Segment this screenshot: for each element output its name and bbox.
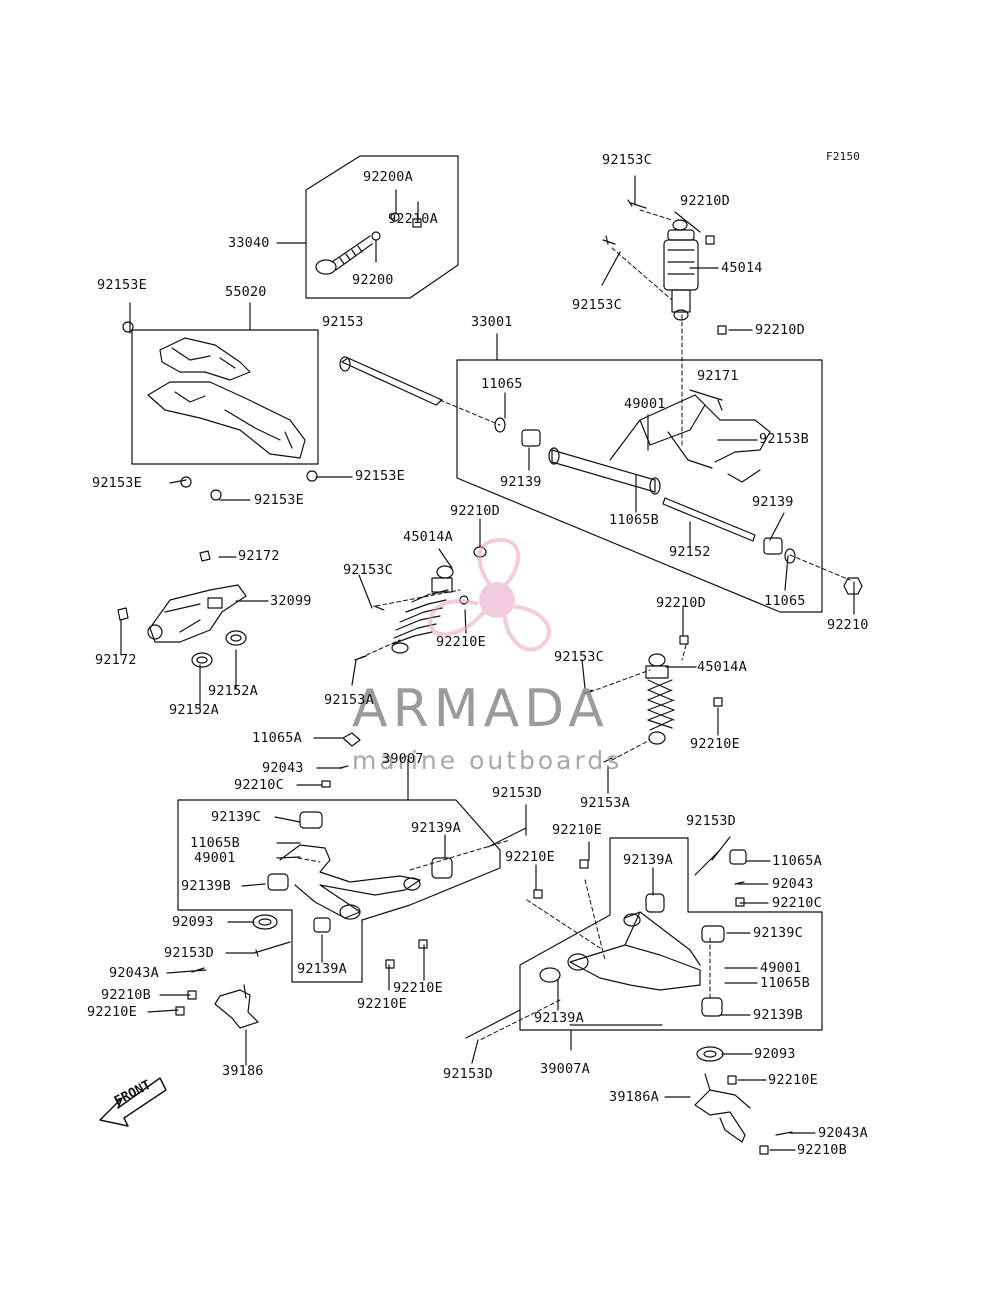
frame-33001 xyxy=(456,359,823,613)
callout-label: 92153D xyxy=(686,813,736,829)
callout-label: 92210B xyxy=(797,1142,847,1158)
callout-label: 92153E xyxy=(355,468,405,484)
callout-label: 11065A xyxy=(252,730,302,746)
callout-label: 45014 xyxy=(721,260,763,276)
callout-label: 92210E xyxy=(552,822,602,838)
callout-label: 92171 xyxy=(697,368,739,384)
callout-label: 92139B xyxy=(753,1007,803,1023)
callout-label: 49001 xyxy=(760,960,802,976)
callout-label: 92153 xyxy=(322,314,364,330)
callout-label: 92139C xyxy=(753,925,803,941)
callout-label: 92043 xyxy=(772,876,814,892)
callout-label: 92139C xyxy=(211,809,261,825)
callout-label: 92153C xyxy=(554,649,604,665)
callout-label: 92200A xyxy=(363,169,413,185)
callout-label: 55020 xyxy=(225,284,267,300)
callout-label: 49001 xyxy=(194,850,236,866)
callout-label: 92139A xyxy=(297,961,347,977)
callout-label: 92210E xyxy=(505,849,555,865)
callout-label: 92093 xyxy=(754,1046,796,1062)
callout-label: 92153D xyxy=(492,785,542,801)
callout-label: 92043 xyxy=(262,760,304,776)
callout-label: 39186 xyxy=(222,1063,264,1079)
callout-label: 33040 xyxy=(228,235,270,251)
callout-label: 92152A xyxy=(208,683,258,699)
callout-label: 92139A xyxy=(411,820,461,836)
watermark-title: ARMADA xyxy=(352,679,609,739)
callout-label: 92153A xyxy=(580,795,630,811)
diagram-code: F2150 xyxy=(826,150,861,163)
callout-label: 39007A xyxy=(540,1061,590,1077)
callout-label: 92043A xyxy=(109,965,159,981)
callout-label: 92153D xyxy=(164,945,214,961)
callout-label: 92153C xyxy=(572,297,622,313)
callout-label: 92210E xyxy=(87,1004,137,1020)
callout-label: 92153E xyxy=(97,277,147,293)
callout-label: 92200 xyxy=(352,272,394,288)
callout-label: 92210B xyxy=(101,987,151,1003)
callout-label: 92153B xyxy=(759,431,809,447)
callout-label: 92172 xyxy=(95,652,137,668)
callout-label: 92139 xyxy=(752,494,794,510)
callout-label: 49001 xyxy=(624,396,666,412)
callout-label: 92210E xyxy=(690,736,740,752)
watermark-logo xyxy=(427,537,551,652)
callout-label: 11065 xyxy=(764,593,806,609)
callout-label: 92153C xyxy=(343,562,393,578)
callout-label: 92153E xyxy=(92,475,142,491)
callout-label: 33001 xyxy=(471,314,513,330)
callout-label: 32099 xyxy=(270,593,312,609)
callout-label: 92153D xyxy=(443,1066,493,1082)
callout-label: 39186A xyxy=(609,1089,659,1105)
callout-label: 92210 xyxy=(827,617,869,633)
callout-label: 92210C xyxy=(234,777,284,793)
callout-label: 92210A xyxy=(388,211,438,227)
callout-label: 45014A xyxy=(403,529,453,545)
front-arrow xyxy=(99,1077,167,1127)
callout-label: 92152A xyxy=(169,702,219,718)
callout-label: 92210E xyxy=(768,1072,818,1088)
frame-39007 xyxy=(177,799,501,983)
callout-label: 92152 xyxy=(669,544,711,560)
callout-label: 92210D xyxy=(755,322,805,338)
callout-label: 92093 xyxy=(172,914,214,930)
callout-label: 92172 xyxy=(238,548,280,564)
frame-55020 xyxy=(131,329,319,465)
callout-label: 92139A xyxy=(534,1010,584,1026)
callout-label: 11065 xyxy=(481,376,523,392)
callout-label: 92043A xyxy=(818,1125,868,1141)
callout-label: 92139A xyxy=(623,852,673,868)
callout-label: 92153C xyxy=(602,152,652,168)
callout-label: 92210E xyxy=(436,634,486,650)
callout-label: 11065B xyxy=(760,975,810,991)
callout-label: 92210D xyxy=(656,595,706,611)
callout-label: 11065A xyxy=(772,853,822,869)
callout-label: 92210D xyxy=(450,503,500,519)
callout-label: 92153E xyxy=(254,492,304,508)
callout-label: 92210E xyxy=(393,980,443,996)
callout-label: 92210D xyxy=(680,193,730,209)
callout-label: 39007 xyxy=(382,751,424,767)
frame-39007A xyxy=(519,837,823,1031)
callout-label: 92210E xyxy=(357,996,407,1012)
callout-label: 92153A xyxy=(324,692,374,708)
callout-label: 45014A xyxy=(697,659,747,675)
callout-label: 11065B xyxy=(609,512,659,528)
callout-label: 11065B xyxy=(190,835,240,851)
callout-label: 92139 xyxy=(500,474,542,490)
frame-33040 xyxy=(305,155,459,299)
watermark-subtitle: marine outboards xyxy=(352,746,623,775)
callout-label: 92210C xyxy=(772,895,822,911)
callout-label: 92139B xyxy=(181,878,231,894)
